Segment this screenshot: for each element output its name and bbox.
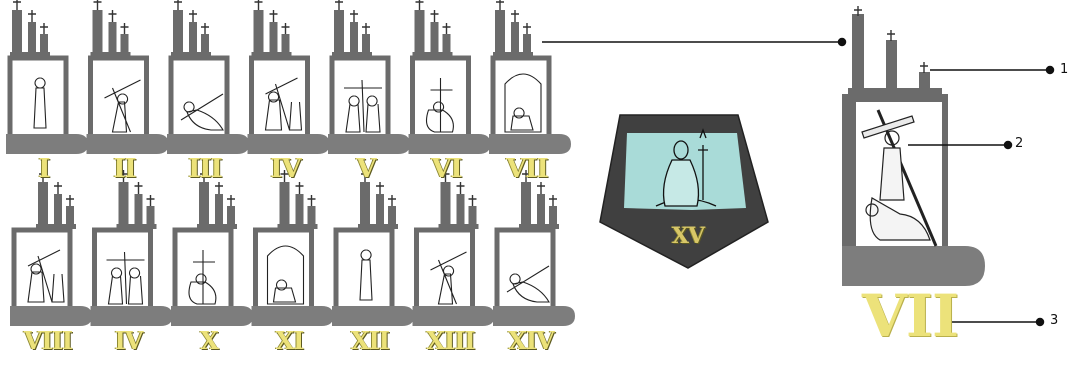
station-2 [86,0,169,154]
detail-numeral: VII [861,282,959,350]
nailed-to-cross-icon [266,245,305,305]
station-numeral: XII [350,326,390,355]
station-numeral: V [356,154,376,184]
station-3 [167,0,249,154]
tomb-icon [506,265,550,303]
station-1 [6,0,88,154]
callout-1: 1 [1060,62,1069,77]
station-9 [90,169,173,326]
station-numeral: XI [275,326,305,355]
jesus-standing-icon [33,77,47,129]
station-numeral: IV [270,154,301,184]
station-numeral: X [200,326,219,355]
station-xv-numeral: XV [671,223,705,249]
station-numeral: IV [114,326,144,355]
station-numeral: I [38,154,50,184]
third-fall-icon [106,251,145,305]
station-12 [332,169,414,326]
bell-tower-icon [411,0,454,58]
station-7 [489,0,571,154]
jesus-falls-icon [180,93,224,131]
station-numeral: III [188,154,223,184]
station-4 [247,0,330,154]
station-numeral: VI [431,154,462,184]
station-14 [493,169,575,326]
station-numeral: VII [506,154,549,184]
detail-station-vii [842,6,985,286]
station-xv [599,114,769,269]
second-fall-icon [861,109,938,247]
bell-tower-icon [492,0,534,58]
station-numeral: II [113,154,136,184]
station-numeral: XIII [426,326,475,355]
jesus-carrying-cross-icon [104,79,141,133]
station-5 [328,0,410,154]
bell-tower-icon [89,0,132,58]
station-numeral: VIII [23,326,73,355]
station-13 [412,169,495,326]
second-fall-icon [504,73,542,133]
callout-3: 3 [1050,313,1059,328]
station-10 [171,169,253,326]
resurrection-icon [655,128,717,207]
bell-tower-icon [9,0,51,58]
station-numeral: XIV [508,326,554,355]
simon-helps-icon [344,79,382,133]
taken-down-icon [430,251,467,305]
bell-tower-icon [170,0,212,58]
stripped-garments-icon [188,250,217,305]
connector-lines [542,37,1055,327]
station-8 [10,169,92,326]
veronica-icon [425,78,454,133]
station-11 [251,169,334,326]
women-of-jerusalem-icon [27,249,65,303]
bell-tower-icon [250,0,293,58]
bell-tower-icon [331,0,373,58]
callout-2: 2 [1015,136,1024,151]
crucifixion-icon [359,249,373,301]
station-6 [408,0,491,154]
jesus-meets-mother-icon [264,77,303,131]
